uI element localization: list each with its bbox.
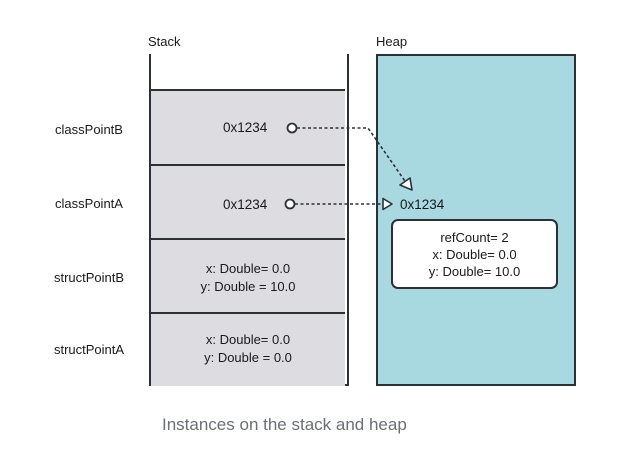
- heap-object-card: refCount= 2 x: Double= 0.0 y: Double= 10…: [391, 219, 558, 289]
- stack-cell-structPointB: [151, 238, 345, 314]
- stack-cell-classPointA: [151, 164, 345, 240]
- stack-title: Stack: [148, 34, 181, 49]
- classPointA-pointer-arrow: [284, 197, 393, 211]
- classPointB-pointer-line: [297, 127, 408, 185]
- heap-object-x: x: Double= 0.0: [432, 247, 517, 262]
- row-label-classPointB: classPointB: [55, 122, 123, 137]
- heap-object-refcount: refCount= 2: [440, 230, 509, 245]
- classPointB-pointer-arrow: [286, 122, 413, 191]
- diagram-caption: Instances on the stack and heap: [162, 415, 407, 434]
- structPointA-y: y: Double = 0.0: [204, 350, 292, 365]
- structPointA-x: x: Double= 0.0: [205, 332, 291, 347]
- stack-cell-structPointA: [151, 312, 345, 386]
- classPointB-pointer-origin: [286, 122, 298, 134]
- classPointA-pointer-origin: [284, 198, 296, 210]
- stack-cell-classPointB: [151, 89, 345, 166]
- row-label-classPointA: classPointA: [55, 196, 123, 211]
- classPointB-address: 0x1234: [223, 120, 268, 135]
- structPointB-values: x: Double= 0.0 y: Double = 10.0: [150, 260, 346, 296]
- classPointA-arrowhead: [382, 197, 393, 211]
- structPointB-y: y: Double = 10.0: [200, 279, 296, 294]
- heap-object-address: 0x1234: [400, 197, 445, 212]
- row-label-structPointA: structPointA: [53, 342, 125, 357]
- structPointA-values: x: Double= 0.0 y: Double = 0.0: [150, 331, 346, 367]
- row-label-structPointB: structPointB: [53, 270, 125, 285]
- classPointB-arrowhead: [399, 177, 413, 191]
- structPointB-x: x: Double= 0.0: [205, 261, 291, 276]
- heap-object-y: y: Double= 10.0: [428, 264, 521, 279]
- heap-title: Heap: [376, 34, 408, 49]
- classPointA-address: 0x1234: [223, 197, 268, 212]
